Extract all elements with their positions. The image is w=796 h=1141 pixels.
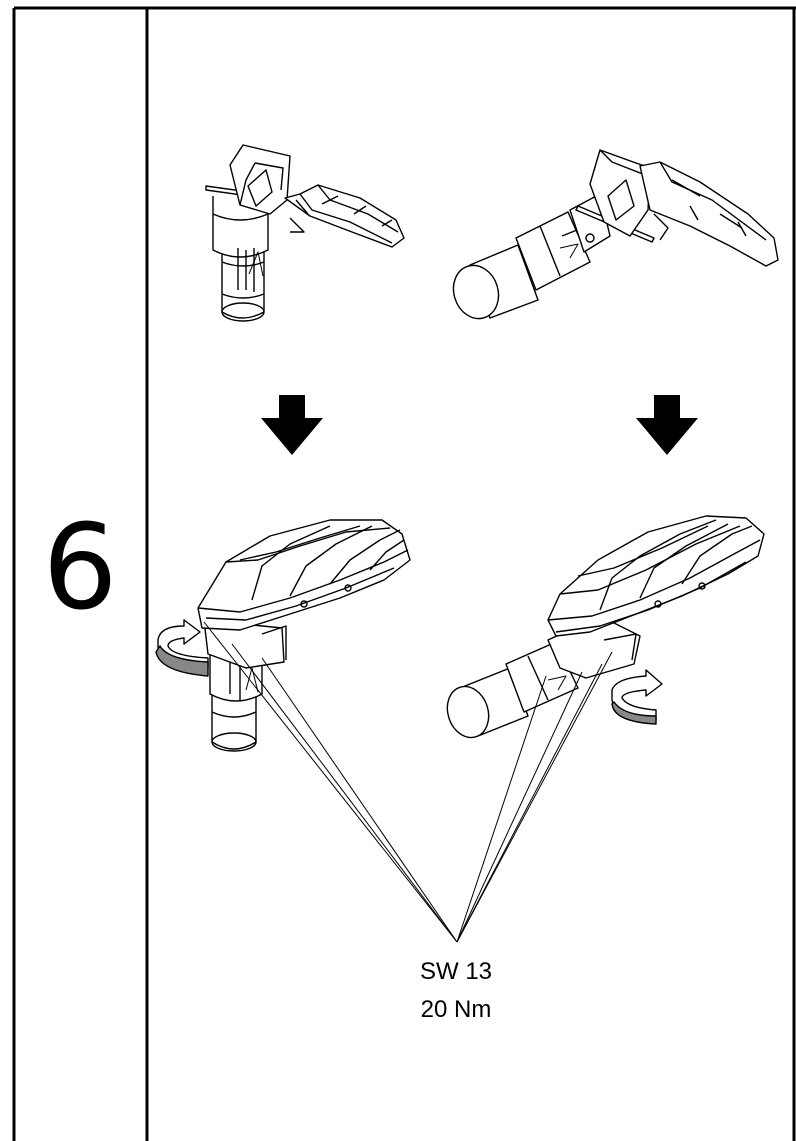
luminaire-mounted-horizontal [446, 515, 765, 739]
luminaire-open-vertical-mount [205, 144, 405, 322]
torque-label: 20 Nm [420, 996, 492, 1023]
rotate-arrow-icon [611, 669, 663, 725]
down-arrow-icon [261, 395, 323, 455]
luminaire-mounted-vertical [197, 519, 411, 752]
luminaire-open-horizontal-mount [452, 149, 779, 320]
rotate-arrow-icon [155, 619, 209, 677]
step-frame [12, 6, 796, 1141]
step-number: 6 [42, 498, 118, 636]
down-arrow-icon [636, 395, 698, 455]
leader-lines [203, 621, 613, 943]
wrench-size-label: SW 13 [419, 958, 493, 985]
